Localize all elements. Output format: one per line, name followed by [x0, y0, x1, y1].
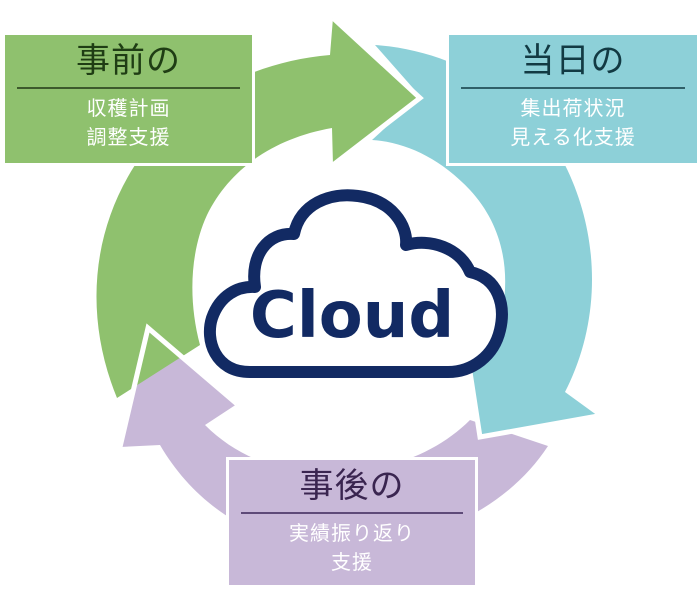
phase-title-after: 事後の: [241, 466, 463, 514]
arrow-before: [96, 18, 420, 398]
cloud-label: Cloud: [250, 279, 454, 353]
phase-box-day: 当日の 集出荷状況 見える化支援: [446, 32, 700, 166]
phase-desc-before: 収穫計画 調整支援: [5, 94, 252, 152]
phase-line: 調整支援: [86, 125, 171, 149]
phase-title-day: 当日の: [461, 41, 685, 89]
phase-box-after: 事後の 実績振り返り 支援: [226, 457, 478, 588]
phase-box-before: 事前の 収穫計画 調整支援: [2, 32, 255, 166]
phase-line: 見える化支援: [510, 125, 636, 149]
phase-desc-after: 実績振り返り 支援: [229, 519, 475, 577]
phase-line: 実績振り返り: [289, 521, 415, 545]
cloud-icon: Cloud: [203, 189, 508, 378]
phase-desc-day: 集出荷状況 見える化支援: [449, 94, 697, 152]
phase-line: 支援: [331, 550, 373, 574]
phase-title-before: 事前の: [17, 41, 240, 89]
phase-line: 集出荷状況: [520, 96, 626, 120]
phase-line: 収穫計画: [86, 96, 171, 120]
